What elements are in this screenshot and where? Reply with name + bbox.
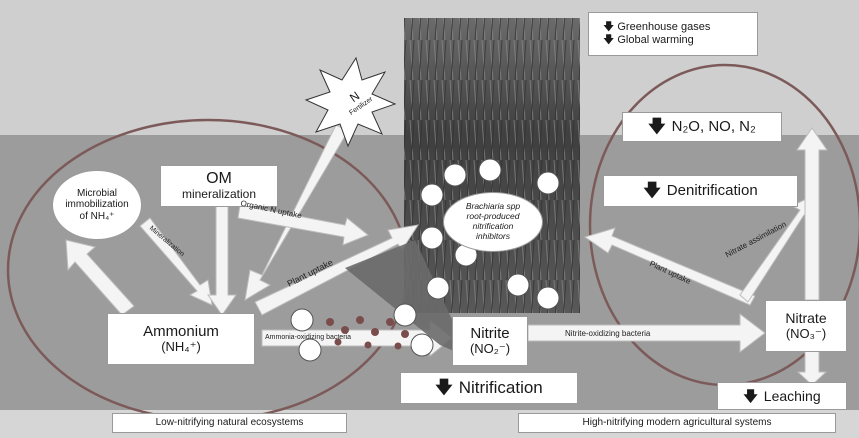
inhibitor-molecules	[290, 158, 560, 362]
footer-right-text: High-nitrifying modern agricultural syst…	[582, 417, 772, 429]
ammonium-to-microbial-arrow	[65, 239, 135, 316]
footer-right-label: High-nitrifying modern agricultural syst…	[518, 413, 836, 433]
bacteria-dots	[326, 316, 409, 350]
organic-n-arrow	[237, 204, 369, 246]
plant-uptake-left-arrow	[254, 224, 420, 316]
leaching-label: Leaching	[763, 387, 821, 404]
om-line2: mineralization	[181, 187, 257, 202]
plant-uptake-right-arrow	[583, 227, 756, 306]
denitrification-label: Denitrification	[666, 182, 758, 200]
microbial-line1: Microbial	[76, 187, 117, 199]
mineralization-arrow	[139, 217, 213, 306]
nitrite-oxidizing-label: Nitrite-oxidizing bacteria	[565, 329, 651, 338]
n2o-label: N₂O, NO, N₂	[671, 118, 756, 136]
ammonium-line1: Ammonium	[143, 322, 219, 340]
down-arrow-icon: 🡇	[648, 117, 666, 137]
nitrate-line2: (NO₃⁻)	[785, 325, 827, 341]
leaching-arrow	[796, 347, 828, 386]
nitrification-label: Nitrification	[458, 378, 543, 398]
nitrate-box: Nitrate (NO₃⁻)	[765, 300, 847, 352]
n2o-box: 🡇 N₂O, NO, N₂	[622, 112, 782, 142]
down-arrow-icon: 🡇	[643, 181, 661, 201]
brachiaria-line3: nitrification	[472, 221, 514, 231]
nitrite-to-nitrate-arrow	[527, 312, 766, 354]
denitrification-box: 🡇 Denitrification	[603, 175, 798, 207]
greenhouse-box: 🡇 Greenhouse gases 🡇 Global warming	[588, 12, 758, 56]
nitrite-line1: Nitrite	[470, 324, 510, 342]
inhibition-wedge	[345, 240, 470, 358]
down-arrow-icon: 🡇	[603, 34, 615, 46]
ammonia-oxidizing-label: Ammonia-oxidizing bacteria	[265, 334, 351, 341]
nitrite-line2: (NO₂⁻)	[469, 341, 511, 357]
ammonium-line2: (NH₄⁺)	[161, 339, 201, 355]
leaching-box: 🡇 Leaching	[717, 382, 847, 410]
nitrification-box: 🡇 Nitrification	[400, 372, 578, 404]
brachiaria-line4: inhibitors	[475, 230, 511, 241]
global-warming-line: 🡇 Global warming	[603, 34, 694, 47]
global-warming-text: Global warming	[617, 34, 694, 46]
greenhouse-gases-text: Greenhouse gases	[617, 21, 711, 34]
brachiaria-line2: root-produced	[466, 211, 520, 222]
nitrite-box: Nitrite (NO₂⁻)	[452, 316, 528, 366]
nitrate-line1: Nitrate	[785, 310, 827, 327]
fertilizer-arrow	[244, 124, 349, 301]
microbial-line2: immobilization	[65, 199, 129, 211]
om-mineralization-box: OM mineralization	[160, 165, 278, 207]
footer-left-label: Low-nitrifying natural ecosystems	[112, 413, 347, 433]
footer-left-text: Low-nitrifying natural ecosystems	[155, 417, 304, 429]
ammonium-box: Ammonium (NH₄⁺)	[107, 313, 255, 365]
brachiaria-line1: Brachiaria spp	[465, 201, 521, 212]
om-line1: OM	[206, 169, 232, 187]
fertilizer-starburst	[304, 56, 397, 148]
microbial-line3: of NH₄⁺	[79, 210, 115, 222]
down-arrow-icon: 🡇	[435, 378, 453, 398]
down-arrow-icon: 🡇	[743, 387, 758, 404]
brachiaria-inhibitors: Brachiaria spp root-produced nitrificati…	[443, 192, 543, 252]
om-to-ammonium-arrow	[207, 199, 237, 316]
greenhouse-line: 🡇 Greenhouse gases	[603, 21, 710, 34]
nitrate-up-arrow	[796, 127, 828, 301]
down-arrow-icon: 🡇	[603, 21, 615, 34]
microbial-immobilization: Microbial immobilization of NH₄⁺	[52, 170, 142, 240]
